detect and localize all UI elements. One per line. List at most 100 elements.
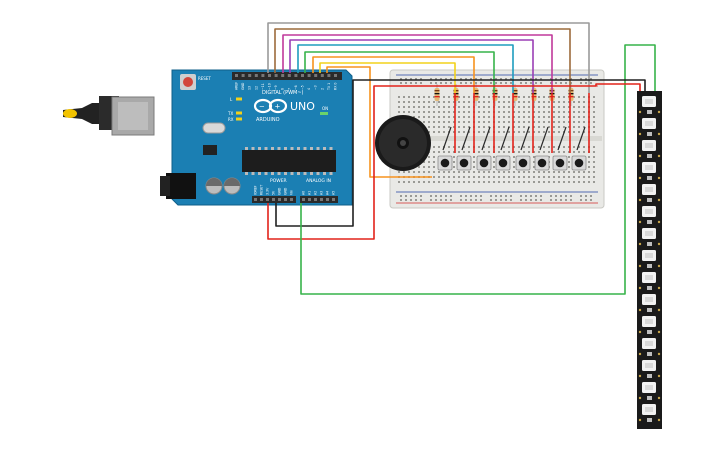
power-rail-bottom: [400, 195, 592, 201]
wire-black-gnd: [275, 79, 404, 227]
digital-pins: [235, 74, 337, 77]
pin-label: TX 1: [327, 83, 331, 91]
push-button[interactable]: [437, 155, 453, 171]
digital-header-label: DIGITAL (PWM~): [262, 90, 304, 96]
wire-brown: [274, 28, 571, 93]
pin-label: 3.3V: [266, 187, 270, 195]
push-button[interactable]: [456, 155, 472, 171]
pin-label: Vin: [290, 190, 294, 195]
pin-label: A5: [332, 191, 336, 195]
piezo-buzzer[interactable]: [375, 115, 431, 171]
neopixel-strip[interactable]: [637, 91, 662, 429]
neopixel-led: [638, 118, 661, 136]
pin-label: A3: [320, 191, 324, 195]
pin-label: RESET: [260, 185, 264, 195]
wire-gray: [267, 22, 590, 93]
push-button[interactable]: [515, 155, 531, 171]
neopixel-led: [638, 382, 661, 400]
neopixel-led: [638, 228, 661, 246]
reset-label: RESET: [198, 76, 211, 81]
wire-red-strip: [396, 83, 641, 92]
crystal: [202, 122, 226, 134]
pin-label: 12: [254, 86, 258, 90]
pin-label: GND: [241, 82, 245, 90]
chip-pins: [245, 147, 333, 175]
pin-label: A1: [308, 191, 312, 195]
pin-label: 5V: [272, 190, 276, 195]
neopixel-led: [638, 162, 661, 180]
neopixel-led: [638, 338, 661, 356]
wire-black-strip: [404, 79, 646, 92]
wire-orange-buzzer: [326, 66, 398, 178]
neopixel-led: [638, 272, 661, 290]
neopixel-led: [638, 140, 661, 158]
analog-pin-header[interactable]: [300, 196, 338, 203]
pin-label: IOREF: [254, 185, 258, 195]
wire-red-5v: [267, 85, 396, 240]
neopixel-led: [638, 316, 661, 334]
neopixel-led: [638, 184, 661, 202]
wire-purple: [289, 39, 534, 93]
pin-label: ~3: [314, 85, 318, 90]
analog-header-label: ANALOG IN: [306, 178, 331, 184]
brand-label: ARDUINO: [256, 117, 280, 123]
push-button[interactable]: [571, 155, 587, 171]
icsp-header: [203, 145, 217, 155]
arduino-logo: − +: [253, 98, 288, 114]
atmega-chip: [242, 150, 336, 172]
push-button[interactable]: [534, 155, 550, 171]
usb-cable: [63, 96, 119, 130]
pin-label: A0: [302, 191, 306, 195]
arduino-uno-board[interactable]: RESET DIGITAL (PWM~) − + UNO ARDUINO L T…: [63, 69, 353, 206]
pin-label: ~9: [274, 85, 278, 90]
pin-label: AREF: [235, 82, 239, 90]
pin-label: A4: [326, 191, 330, 195]
svg-text:−: −: [259, 103, 265, 111]
svg-text:TX: TX: [227, 111, 233, 116]
pin-label: 13: [248, 86, 252, 90]
bottom-pins: [254, 198, 335, 201]
push-button[interactable]: [476, 155, 492, 171]
neopixel-led: [638, 360, 661, 378]
power-wires: [267, 44, 656, 295]
status-leds: L TX RX ON: [227, 97, 328, 122]
neopixel-led: [638, 294, 661, 312]
pin-label: GND: [278, 187, 282, 195]
wire-magenta: [282, 34, 553, 93]
pin-label: 8: [281, 88, 285, 90]
digital-pin-header[interactable]: [232, 72, 342, 80]
wire-green-data: [300, 44, 656, 295]
pin-label: A2: [314, 191, 318, 195]
breadboard[interactable]: [389, 69, 605, 209]
pin-label: ~10: [268, 83, 272, 90]
power-rail-top: [400, 78, 592, 84]
pin-label: 7: [287, 88, 291, 90]
push-button[interactable]: [495, 155, 511, 171]
pin-label: ~5: [301, 85, 305, 90]
pin-label: 2: [320, 88, 324, 90]
wire-yellow: [319, 62, 456, 93]
svg-text:L: L: [230, 97, 233, 102]
wire-orange-a: [312, 56, 475, 93]
svg-text:+: +: [275, 103, 281, 111]
pin-label: RX 0: [334, 83, 338, 90]
signal-wires: [267, 22, 590, 178]
svg-text:RX: RX: [228, 117, 234, 122]
svg-text:ON: ON: [322, 106, 328, 111]
power-jack: [166, 173, 196, 199]
pin-label: GND: [284, 187, 288, 195]
pin-label: ~11: [261, 83, 265, 90]
pin-label: 4: [307, 88, 311, 90]
reset-button[interactable]: [180, 74, 196, 90]
model-label: UNO: [290, 100, 315, 113]
push-buttons[interactable]: [437, 155, 587, 171]
push-button[interactable]: [552, 155, 568, 171]
neopixel-led: [638, 250, 661, 268]
neopixel-led: [638, 404, 661, 422]
button-jumpers: [442, 93, 590, 153]
wire-green-a: [304, 51, 495, 93]
